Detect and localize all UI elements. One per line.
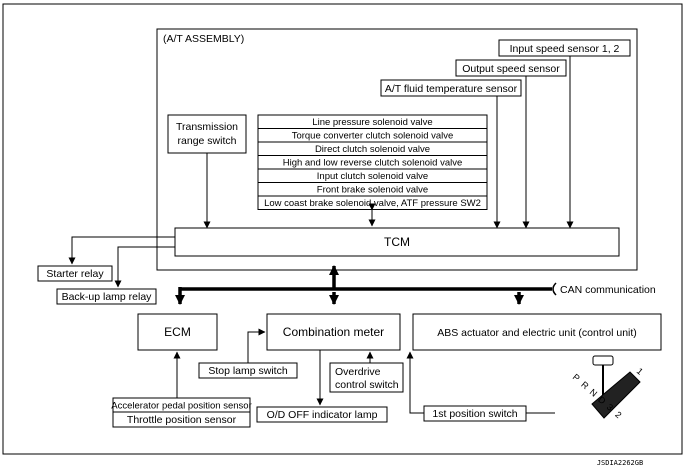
tcm-label: TCM — [384, 235, 410, 249]
valve-row-label: Low coast brake solenoid valve, ATF pres… — [264, 198, 481, 209]
abs-box — [412, 313, 662, 351]
at-assembly-box — [156, 28, 638, 271]
shift-knob — [592, 355, 614, 366]
shifter-letter: D — [596, 394, 608, 406]
shifter-letter: P — [571, 372, 582, 384]
combination-meter-label: Combination meter — [283, 325, 384, 339]
starter-relay-connector — [68, 236, 175, 265]
ecm-box — [137, 313, 218, 351]
output-speed-sensor-box — [455, 59, 567, 77]
shift-gate — [591, 371, 641, 419]
valve-row-label: Line pressure solenoid valve — [312, 117, 432, 128]
figure-code: JSDIA2262GB — [597, 459, 643, 467]
backup-relay-box — [56, 288, 157, 305]
input-speed-sensor-label: Input speed sensor 1, 2 — [510, 43, 620, 55]
stop-lamp-switch-label: Stop lamp switch — [208, 365, 288, 377]
overdrive-switch-line1: Overdrive — [335, 366, 381, 378]
valve-row-label: Torque converter clutch solenoid valve — [292, 131, 454, 142]
overdrive-switch-box — [329, 362, 404, 393]
range-switch-box — [167, 114, 247, 154]
shifter-letter: R — [579, 379, 591, 391]
valve-row-label: Front brake solenoid valve — [317, 185, 428, 196]
range-switch-line2: range switch — [178, 135, 237, 147]
accel-sensor-label: Accelerator pedal position sensor — [111, 401, 251, 412]
od-lamp-label: O/D OFF indicator lamp — [267, 409, 378, 421]
fluid-temp-sensor-box — [380, 79, 522, 97]
backup-relay-connector — [114, 246, 175, 288]
abs-label: ABS actuator and electric unit (control … — [437, 327, 637, 339]
throttle-sensor-box — [112, 411, 251, 428]
output-speed-sensor-label: Output speed sensor — [462, 63, 560, 75]
backup-relay-label: Back-up lamp relay — [62, 291, 153, 303]
can-bus-end-cap — [552, 282, 557, 296]
starter-relay-box — [37, 265, 113, 282]
shifter-letter: 3 — [605, 402, 615, 413]
ecm-label: ECM — [164, 325, 191, 339]
valve-row-label: Input clutch solenoid valve — [317, 171, 428, 182]
outer-frame — [2, 3, 683, 455]
can-label: CAN communication — [560, 284, 656, 296]
starter-relay-label: Starter relay — [46, 268, 104, 280]
throttle-sensor-label: Throttle position sensor — [127, 414, 237, 426]
range-switch-line1: Transmission — [176, 121, 238, 133]
tcm-box — [174, 227, 620, 257]
input-speed-sensor-box — [498, 39, 631, 57]
first-position-switch-label: 1st position switch — [432, 408, 517, 420]
shifter-letter: N — [588, 387, 599, 399]
combination-meter-box — [266, 313, 401, 351]
overdrive-switch-line2: control switch — [335, 379, 399, 391]
first-switch-connector — [406, 351, 424, 414]
shifter-letter: 2 — [613, 409, 623, 420]
valve-row-label: High and low reverse clutch solenoid val… — [283, 158, 463, 169]
assembly-label: (A/T ASSEMBLY) — [163, 33, 244, 45]
fluid-temp-sensor-label: A/T fluid temperature sensor — [385, 83, 518, 95]
stop-lamp-connector — [247, 328, 266, 363]
shifter-letter: 1 — [635, 366, 645, 377]
od-lamp-box — [256, 406, 388, 423]
valve-row-label: Direct clutch solenoid valve — [315, 144, 430, 155]
